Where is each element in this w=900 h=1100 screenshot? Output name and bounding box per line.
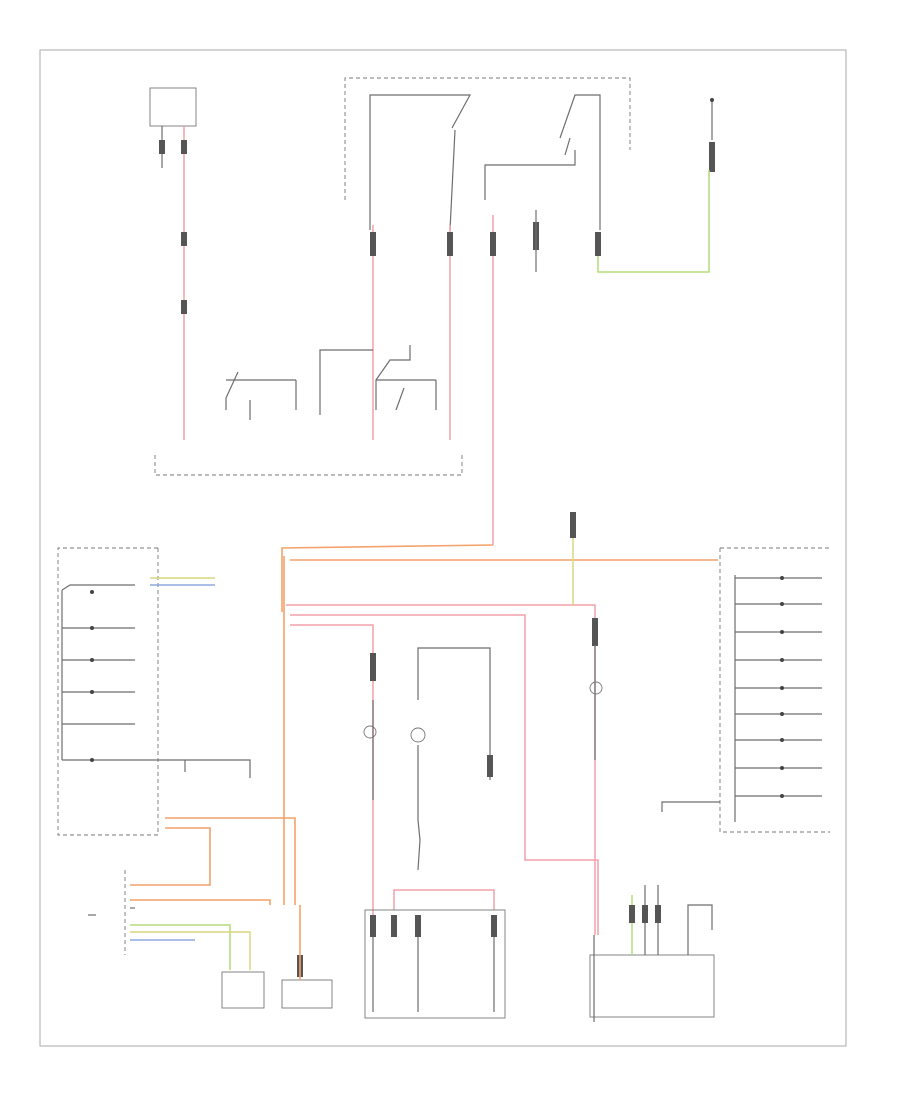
top-left-sensor bbox=[149, 87, 197, 440]
diagram-frame bbox=[39, 49, 847, 1047]
junction-block bbox=[154, 345, 463, 476]
main-harness bbox=[281, 512, 718, 935]
right-unit bbox=[661, 547, 830, 833]
top-right-relay bbox=[595, 98, 715, 273]
bottom-right-unit bbox=[589, 885, 715, 1022]
audio-unit bbox=[57, 547, 251, 836]
ignition-switch bbox=[344, 77, 631, 545]
bottom-left-module bbox=[88, 817, 333, 1009]
center-components bbox=[363, 645, 603, 1019]
